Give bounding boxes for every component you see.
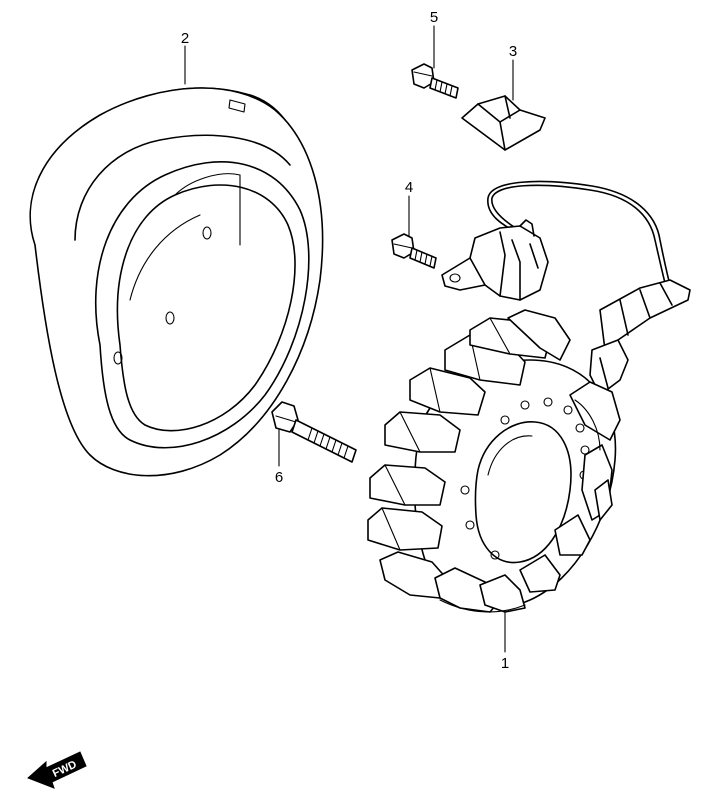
pickup-coil [441, 180, 673, 301]
screw-pickup-part [391, 233, 437, 269]
callout-bracket: 3 [509, 43, 517, 60]
rotor-part [29, 87, 324, 477]
screw-bracket-part [411, 63, 459, 99]
callout-stator: 1 [501, 655, 509, 672]
fwd-label: FWD [51, 759, 79, 780]
bracket-part [461, 95, 546, 151]
harness [589, 279, 691, 396]
callout-screw-pickup: 4 [405, 179, 413, 196]
fwd-arrow-icon: FWD [27, 751, 87, 789]
callout-rotor: 2 [181, 30, 189, 47]
stator-part [367, 309, 621, 613]
bolt-stator-part [271, 401, 357, 463]
callout-screw-bracket: 5 [430, 9, 438, 26]
callout-bolt-stator: 6 [275, 469, 283, 486]
leader-lines [184, 25, 514, 653]
